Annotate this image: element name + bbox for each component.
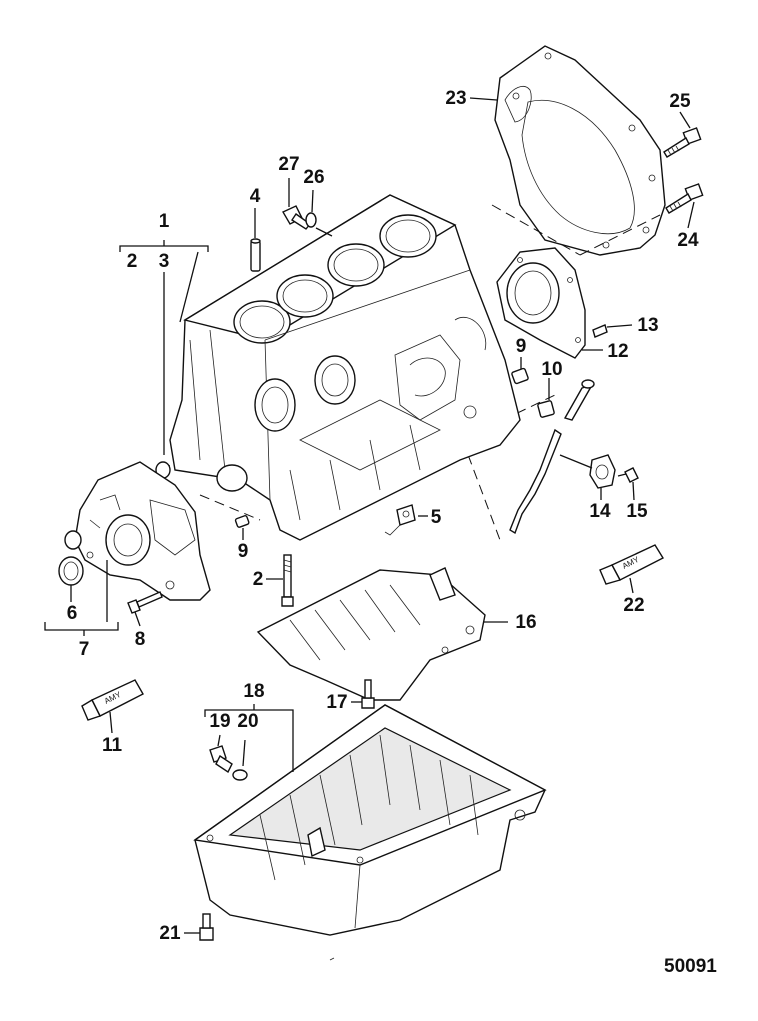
sensor-14 bbox=[589, 454, 616, 489]
callout-2-lower: 2 bbox=[252, 569, 264, 590]
callout-27: 27 bbox=[278, 154, 300, 175]
callout-3: 3 bbox=[158, 251, 170, 272]
bolt-25 bbox=[663, 127, 702, 158]
callout-2: 2 bbox=[126, 251, 138, 272]
sealant-tube-11: AMY bbox=[81, 679, 144, 721]
bolt-8 bbox=[127, 591, 163, 614]
callout-4: 4 bbox=[249, 186, 261, 207]
washer-26 bbox=[305, 212, 317, 228]
oil-pan bbox=[193, 704, 547, 936]
callout-13: 13 bbox=[637, 315, 659, 336]
callout-16: 16 bbox=[515, 612, 537, 633]
oil-baffle-plate bbox=[256, 567, 486, 701]
dowel-sleeve-10 bbox=[537, 400, 555, 418]
dowel-pin-9-lower bbox=[234, 515, 250, 528]
dowel-pin-9-upper bbox=[511, 367, 529, 385]
callout-12: 12 bbox=[607, 341, 629, 362]
drain-plug-19 bbox=[209, 745, 233, 774]
rear-seal-carrier bbox=[496, 247, 586, 359]
dipstick-tube bbox=[509, 379, 595, 535]
callout-9-lower: 9 bbox=[237, 541, 249, 562]
callout-1: 1 bbox=[158, 211, 170, 232]
callout-8: 8 bbox=[134, 629, 146, 650]
callout-25: 25 bbox=[669, 91, 691, 112]
callout-26: 26 bbox=[303, 167, 325, 188]
washer-20 bbox=[232, 769, 248, 781]
front-cover-oil-pump bbox=[74, 461, 211, 601]
sealant-tube-22: AMY bbox=[599, 544, 664, 585]
callout-15: 15 bbox=[626, 501, 648, 522]
callout-6: 6 bbox=[66, 603, 78, 624]
bolt-21 bbox=[199, 913, 214, 941]
callout-14: 14 bbox=[589, 501, 611, 522]
figure-number: 50091 bbox=[664, 956, 717, 977]
callout-10: 10 bbox=[541, 359, 563, 380]
callout-19: 19 bbox=[209, 711, 231, 732]
callout-20: 20 bbox=[237, 711, 259, 732]
head-bolt-2 bbox=[281, 554, 294, 607]
callout-11: 11 bbox=[101, 735, 123, 756]
oil-spray-nozzle-5 bbox=[384, 504, 416, 536]
callout-21: 21 bbox=[159, 923, 181, 944]
bolt-17 bbox=[361, 679, 375, 709]
callout-7: 7 bbox=[78, 639, 90, 660]
callout-23: 23 bbox=[445, 88, 467, 109]
engine-block bbox=[169, 194, 521, 541]
callout-9-upper: 9 bbox=[515, 336, 527, 357]
seal-6 bbox=[58, 556, 84, 586]
bolt-13 bbox=[592, 324, 633, 338]
callout-5: 5 bbox=[430, 507, 442, 528]
bolt-15 bbox=[617, 467, 639, 483]
callout-17: 17 bbox=[326, 692, 348, 713]
callout-24: 24 bbox=[677, 230, 699, 251]
bolt-24 bbox=[665, 183, 704, 214]
flywheel-housing-plate bbox=[494, 45, 666, 256]
dowel-pin-4 bbox=[250, 238, 261, 272]
callout-22: 22 bbox=[623, 595, 645, 616]
callout-18: 18 bbox=[243, 681, 265, 702]
